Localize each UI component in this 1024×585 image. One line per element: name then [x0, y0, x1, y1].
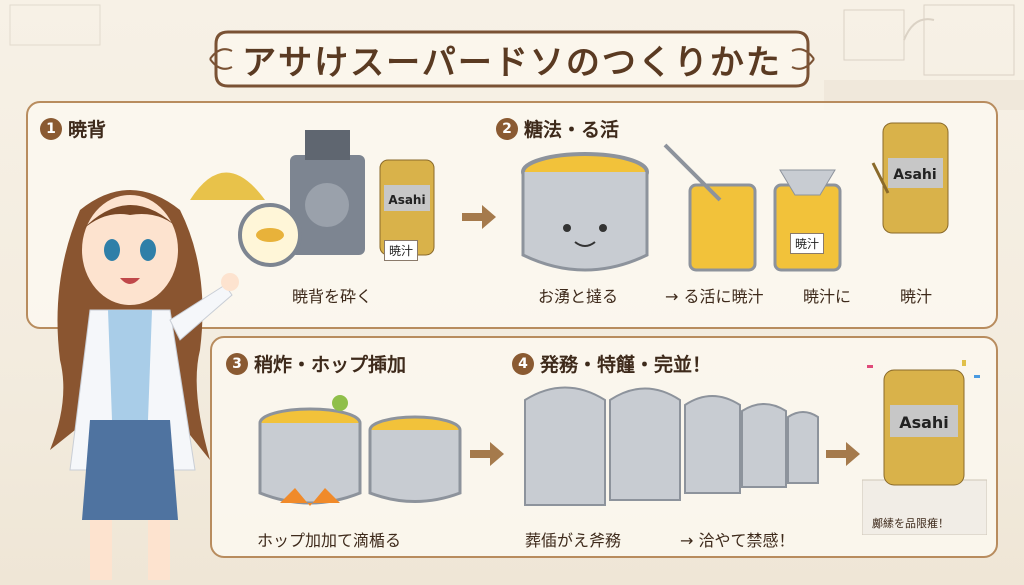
step-1-heading: 1 暁背	[40, 115, 106, 142]
svg-text:Asahi: Asahi	[893, 167, 936, 183]
step-4-number: 4	[512, 352, 534, 375]
step-3-number: 3	[226, 352, 248, 375]
title-frame	[209, 30, 815, 88]
lautering-scene	[663, 143, 842, 272]
step-1-liquid-label: 暁汁	[384, 240, 419, 261]
svg-text:Asahi: Asahi	[388, 193, 425, 207]
step-2-number: 2	[496, 117, 518, 140]
step-2-caption-2: → る活に暁汁	[665, 287, 764, 306]
scientist-character	[50, 190, 239, 580]
display-sign: 鄺縤を品限痽！	[872, 517, 949, 530]
step-4-caption-1: 葬偛がえ斧務	[525, 531, 622, 550]
page-title: アサけスーパードソのつくりかた	[242, 42, 782, 83]
step-2-liquid-label: 暁汁	[790, 233, 825, 254]
step-2-caption-1: お湧と撻る	[538, 287, 619, 306]
step-3-heading: 3 稍炸・ホップ揷加	[226, 350, 406, 377]
step-4-heading: 4 発務・特饉・完並！	[512, 350, 711, 377]
mash-pot	[521, 152, 649, 272]
hop-boil-kettles	[258, 395, 462, 506]
step-2-title: 糖法・る活	[524, 119, 620, 141]
step-2-heading: 2 糖法・る活	[496, 115, 619, 142]
title-banner: アサけスーパードソのつくりかた	[208, 28, 816, 90]
arrow-right-icon	[470, 442, 504, 466]
arrow-right-icon	[462, 205, 496, 229]
shelf-background	[9, 4, 101, 46]
beer-can-mascot-2: Asahi	[871, 122, 949, 234]
beer-can-mascot-1: Asahi	[379, 159, 435, 256]
step-4-caption-2: → 洽やて禁感！	[680, 531, 795, 550]
arrow-right-icon	[826, 442, 860, 466]
step-1-number: 1	[40, 117, 62, 140]
step-4-title: 発務・特饉・完並！	[540, 354, 712, 376]
svg-text:Asahi: Asahi	[899, 413, 949, 432]
step-2-caption-3: 暁汁に	[803, 287, 852, 306]
fermentation-tanks	[524, 386, 819, 506]
step-3-caption: ホップ加加て滴楯る	[257, 531, 402, 550]
step-1-caption: 暁背を砕く	[292, 287, 373, 306]
step-2-caption-4: 暁汁	[900, 287, 933, 306]
step-3-title: 稍炸・ホップ揷加	[254, 354, 407, 376]
step-1-title: 暁背	[68, 119, 107, 141]
finished-beer-can: Asahi	[862, 360, 987, 535]
kitchen-background	[824, 4, 1024, 110]
malt-mill-scene	[190, 130, 365, 267]
